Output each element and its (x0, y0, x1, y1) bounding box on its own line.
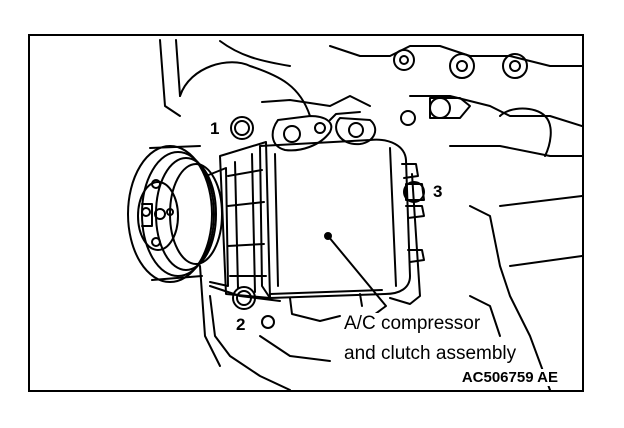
clutch-pulley (127, 145, 223, 283)
compressor-line-drawing (127, 39, 582, 390)
component-caption-line1: A/C compressor (342, 313, 483, 335)
engine-block-outline (159, 39, 582, 390)
callout-label-2: 2 (235, 315, 247, 334)
bolt-1 (230, 116, 254, 140)
callout-label-1: 1 (209, 119, 221, 138)
illustration-frame: 1 2 3 A/C compressor and clutch assembly… (28, 34, 584, 392)
callout-label-3: 3 (432, 182, 444, 201)
component-caption-line2: and clutch assembly (342, 343, 519, 365)
lower-boss (261, 315, 275, 329)
compressor-body (259, 138, 425, 322)
mount-bosses (393, 49, 528, 126)
figure-code: AC506759 AE (459, 369, 560, 386)
clutch-housing (205, 141, 271, 299)
bolt-2 (232, 286, 256, 310)
ac-line-fittings (261, 95, 377, 152)
bolt-3 (403, 181, 425, 203)
